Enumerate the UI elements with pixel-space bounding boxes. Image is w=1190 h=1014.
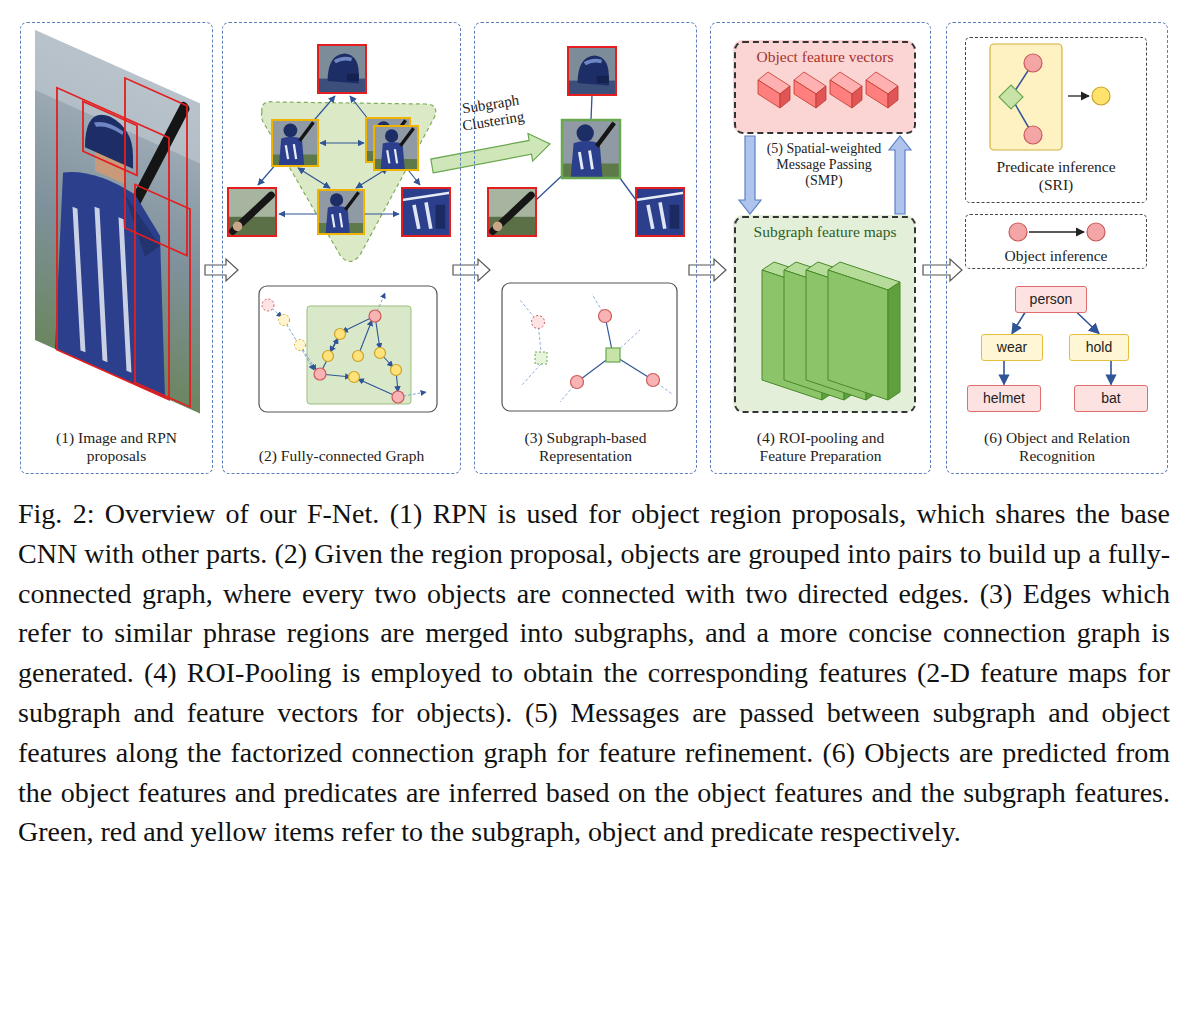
inference-box: Predicate inference (SRI) [965,37,1147,203]
free-label-holder: (5) Spatial-weighted Message Passing (SM… [762,141,886,189]
relation-arrow [1077,313,1099,334]
text-holder: helmet [968,386,1040,411]
process-label: (5) Spatial-weighted Message Passing (SM… [762,141,886,189]
figure-caption: Fig. 2: Overview of our F-Net. (1) RPN i… [18,494,1170,852]
box-title: Subgraph feature maps [754,223,897,242]
text-holder: Subgraph feature maps [736,223,914,242]
label-box: bat [1074,385,1148,412]
caption-block: Fig. 2: Overview of our F-Net. (1) RPN i… [18,494,1170,852]
stage-caption: (4) ROI-pooling and Feature Preparation [736,429,906,466]
text-holder: (4) ROI-pooling and Feature Preparation [711,429,930,466]
text-holder: Predicate inference (SRI) [966,158,1146,195]
stage-caption: (3) Subgraph-based Representation [501,429,671,466]
box-title: Predicate inference (SRI) [981,158,1131,195]
feature-box: Subgraph feature maps [734,216,916,413]
clustering-arrow [431,134,550,173]
text-holder: hold [1070,335,1128,360]
relation-arrow [1003,361,1005,385]
feature-vectors [758,72,898,108]
stage-panel: (3) Subgraph-based Representation [474,22,697,474]
entity-label: hold [1086,339,1112,356]
inference-box: Object inference [965,214,1147,269]
input-photo [35,30,200,413]
stage-arrow [453,259,490,281]
text-holder: Object inference [966,247,1146,266]
label-box: wear [981,334,1043,361]
text-holder: (6) Object and Relation Recognition [947,429,1167,466]
stage-panel: Object feature vectorsSubgraph feature m… [710,22,931,474]
message-arrow [739,136,761,214]
text-holder: (3) Subgraph-based Representation [475,429,696,466]
relation-arrow [1110,361,1112,385]
feature-map-ground [733,215,915,412]
stage-panel: Predicate inference (SRI) Object inferenc… [946,22,1168,474]
relation-arrow [1012,313,1025,334]
free-label-holder: Subgraph Clustering [440,88,544,138]
entity-label: person [1030,291,1073,308]
text-holder: bat [1075,386,1147,411]
stage-panel: (1) Image and RPN proposals [20,22,213,474]
label-box: helmet [967,385,1041,412]
stage-panel: (2) Fully-connected Graph [222,22,461,474]
box-title: Object inference [1005,247,1108,266]
stage-arrow [923,259,962,281]
label-box: hold [1069,334,1129,361]
feature-maps [762,262,900,400]
step-label: Subgraph Clustering [440,88,544,138]
text-holder: person [1016,287,1086,312]
feature-vector-ground [733,40,915,133]
stage-caption: (2) Fully-connected Graph [259,447,424,466]
text-holder: (1) Image and RPN proposals [21,429,212,466]
entity-label: helmet [983,390,1025,407]
entity-label: wear [997,339,1027,356]
text-holder: (2) Fully-connected Graph [223,447,460,466]
stage-caption: (1) Image and RPN proposals [42,429,192,466]
stage-caption: (6) Object and Relation Recognition [967,429,1147,466]
entity-label: bat [1101,390,1120,407]
stage-arrow [689,259,726,281]
label-box: person [1015,286,1087,313]
feature-box: Object feature vectors [734,41,916,134]
full-graph [228,45,450,412]
box-title: Object feature vectors [757,48,894,67]
text-holder: wear [982,335,1042,360]
text-holder: Object feature vectors [736,48,914,67]
inference-icons [990,44,1110,241]
message-arrow [889,136,911,214]
